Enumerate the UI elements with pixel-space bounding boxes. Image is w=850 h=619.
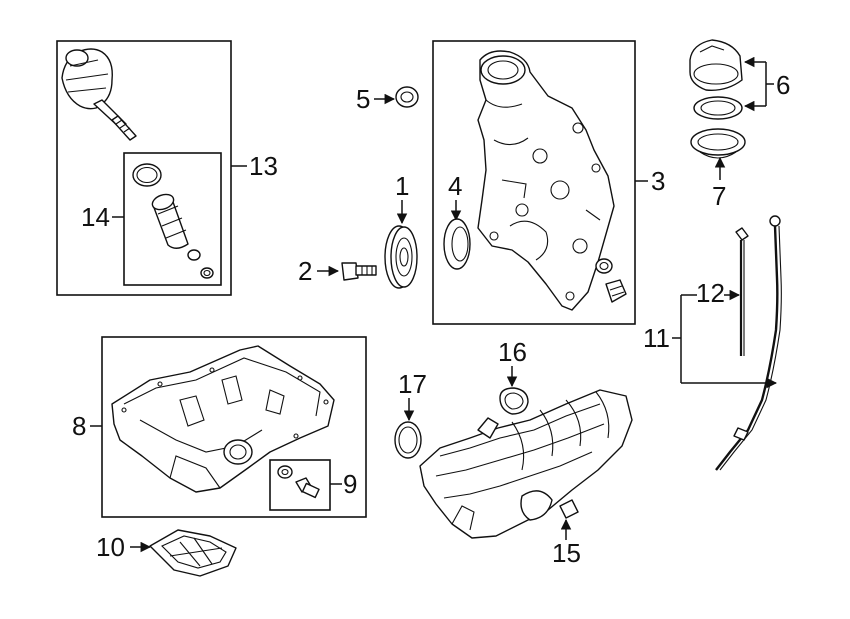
intake-manifold-part[interactable] [419, 389, 633, 539]
seal-16-group: 16 [498, 337, 529, 415]
oil-pan-part[interactable] [111, 345, 335, 493]
shaft-seal-4-part[interactable] [443, 218, 471, 270]
callout-13: 13 [249, 151, 278, 181]
callout-5: 5 [356, 84, 370, 114]
callout-10: 10 [96, 532, 125, 562]
pulley-1-part[interactable] [384, 225, 418, 289]
timing-cover-part[interactable] [477, 50, 615, 311]
callout-2: 2 [298, 256, 312, 286]
dipstick-tube-11-part[interactable] [715, 215, 782, 471]
filler-adapter-7-part[interactable] [690, 128, 746, 159]
callout-15: 15 [552, 538, 581, 568]
callout-7: 7 [712, 181, 726, 211]
drain-plug-9-part[interactable] [277, 465, 320, 499]
gasket-17-part[interactable] [394, 421, 422, 459]
filler-cap-part[interactable] [689, 39, 743, 91]
bolt-2-group: 2 [298, 256, 377, 286]
callout-6: 6 [776, 70, 790, 100]
bolt-2-part[interactable] [341, 262, 377, 281]
callout-8: 8 [72, 411, 86, 441]
shaft-seal-4-group: 4 [443, 171, 471, 270]
pulley-1-group: 1 [384, 171, 418, 289]
baffle-10-group: 10 [96, 529, 237, 577]
timing-cover-group: 3 [432, 40, 665, 325]
baffle-10-part[interactable] [149, 529, 237, 577]
oil-filter-element-part[interactable] [132, 163, 214, 279]
dipstick-12-part[interactable] [735, 227, 749, 356]
seal-ring-5-part[interactable] [395, 86, 419, 108]
callout-1: 1 [395, 171, 409, 201]
filler-seal-part[interactable] [693, 96, 743, 120]
callout-4: 4 [448, 171, 462, 201]
dipstick-group: 11 12 [643, 215, 782, 471]
callout-11: 11 [643, 323, 670, 353]
seal-16-part[interactable] [499, 387, 529, 415]
callout-12: 12 [696, 278, 725, 308]
callout-9: 9 [343, 469, 357, 499]
oil-filter-housing-group: 13 14 [56, 40, 278, 296]
oil-pan-group: 8 9 [72, 336, 367, 518]
gasket-17-group: 17 [394, 369, 427, 459]
oil-filter-housing-part[interactable] [61, 48, 137, 141]
seal-ring-5-group: 5 [356, 84, 419, 114]
cover-seal-small-part[interactable] [595, 258, 627, 303]
callout-3: 3 [651, 166, 665, 196]
intake-manifold-group: 15 [419, 389, 633, 568]
callout-14: 14 [81, 202, 110, 232]
callout-17: 17 [398, 369, 427, 399]
callout-16: 16 [498, 337, 527, 367]
filler-cap-group: 6 7 [689, 39, 790, 211]
